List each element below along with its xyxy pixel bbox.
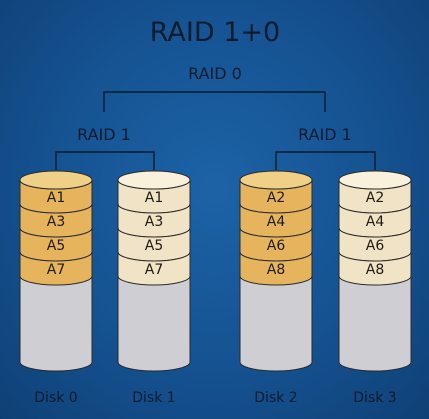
raid1-right-label: RAID 1 [298,125,352,144]
connector-line [103,91,326,112]
block-label: A3 [145,214,163,230]
raid0-label: RAID 0 [188,64,242,83]
block-label: A6 [267,238,286,254]
block-label: A7 [145,262,163,278]
disk-label: Disk 1 [132,390,175,406]
block-label: A2 [267,190,285,206]
disk-label: Disk 0 [34,390,77,406]
disk-body [117,275,191,372]
disk-top [19,170,93,190]
disk-body [19,275,93,372]
block-label: A1 [145,190,163,206]
block-label: A7 [47,262,65,278]
data-block [239,251,313,286]
block-label: A4 [267,214,286,230]
disk-top [239,170,313,190]
block-label: A8 [267,262,285,278]
data-block [19,251,93,286]
block-label: A6 [366,238,385,254]
block-label: A1 [47,190,65,206]
connector-line [55,151,155,170]
disk-label: Disk 3 [353,390,396,406]
data-block [338,251,412,286]
block-label: A2 [366,190,384,206]
diagram-title: RAID 1+0 [150,17,280,48]
raid1-left-label: RAID 1 [77,125,131,144]
data-block [117,251,191,286]
block-label: A5 [47,238,65,254]
disk-top [117,170,191,190]
disk-top [338,170,412,190]
block-label: A4 [366,214,385,230]
connector-lines [55,91,376,170]
block-label: A5 [145,238,163,254]
block-label: A3 [47,214,65,230]
disk-body [239,275,313,372]
disk-label: Disk 2 [254,390,297,406]
block-label: A8 [366,262,384,278]
connector-line [275,151,376,170]
disk-body [338,275,412,372]
